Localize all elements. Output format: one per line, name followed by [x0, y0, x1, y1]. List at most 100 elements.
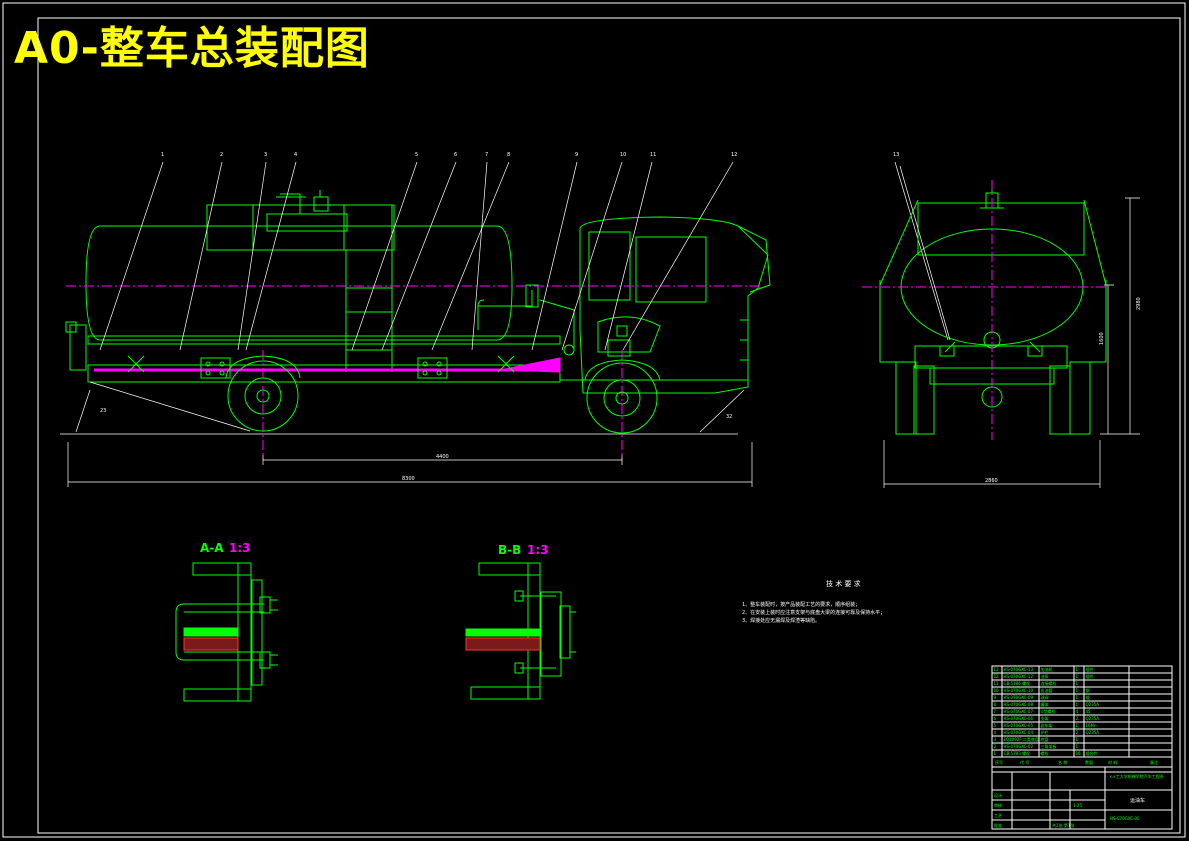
- parts-cell: 螺栓: [1041, 750, 1049, 756]
- balloon-label: 10: [620, 152, 626, 158]
- school-name: ××工大学机械学院汽车工程系: [1109, 773, 1164, 779]
- parts-cell: 8: [994, 702, 997, 707]
- leader-line: [561, 161, 623, 351]
- parts-cell: 16: [1076, 751, 1082, 756]
- section-a-scale: 1:3: [229, 541, 251, 555]
- balloon-label: 9: [575, 152, 578, 158]
- dim-angle-rear: 23: [100, 408, 106, 414]
- tech-requirements: 技 术 要 求 1、整车装配时，按产品装配工艺的要求，顺序组装； 2、在安装上装…: [742, 579, 885, 624]
- parts-cell: 支架: [1041, 715, 1049, 721]
- section-a-a: A-A 1:3: [175, 541, 278, 702]
- parts-cell: 1: [1076, 674, 1079, 679]
- parts-cell: 组件: [1086, 666, 1094, 672]
- parts-cell: 连接螺栓: [1041, 680, 1057, 686]
- parts-cell: 11: [994, 681, 1000, 686]
- parts-cell: 三角架板: [1041, 743, 1057, 749]
- parts-cell: 2: [1076, 716, 1079, 721]
- parts-cell: HS-070GXC-07: [1004, 709, 1034, 714]
- parts-cell: HS-070GXC-05: [1004, 723, 1034, 728]
- parts-cell: 3: [994, 737, 997, 742]
- balloon-label: 7: [485, 152, 488, 158]
- parts-cell: 9: [994, 695, 997, 700]
- parts-cell: 油泵: [1041, 673, 1049, 679]
- section-b-name: B-B: [498, 543, 521, 557]
- leader-line: [381, 161, 457, 351]
- hdr-mat: 材 料: [1108, 759, 1117, 765]
- subframe: [87, 335, 561, 345]
- parts-cell: 组合件: [1086, 750, 1098, 756]
- parts-cell: EQ1092F 二类底盘: [1004, 736, 1039, 742]
- balloon-label: 13: [893, 152, 899, 158]
- tb-label-design: 设计: [994, 792, 1002, 798]
- parts-cell: 6: [994, 716, 997, 721]
- drawing-title: A0-整车总装配图: [14, 23, 370, 74]
- parts-cell: 1: [1076, 695, 1079, 700]
- leader-line: [179, 161, 223, 351]
- leader-line: [431, 161, 510, 351]
- inner-frame: [37, 17, 1181, 834]
- parts-cell: HS-070GXC-06: [1004, 716, 1034, 721]
- parts-cell: HS-070GXC-02: [1004, 744, 1034, 749]
- leader-line: [604, 161, 653, 351]
- tech-heading: 技 术 要 求: [826, 579, 861, 588]
- parts-cell: HS-070GXC-13: [1004, 667, 1034, 672]
- dim-width: 2860: [985, 478, 998, 484]
- balloon-label: 3: [264, 152, 267, 158]
- drawing-number: HS-070GXC-00: [1110, 816, 1140, 821]
- leader-line: [471, 161, 488, 351]
- hdr-code: 代 号: [1020, 759, 1029, 765]
- tank-body: [85, 225, 513, 341]
- end-view: 2860 2980 1600: [862, 165, 1142, 488]
- parts-cell: 1: [1076, 723, 1079, 728]
- parts-cell: 2: [994, 744, 997, 749]
- parts-cell: 16Mn: [1086, 723, 1098, 728]
- hdr-no: 序号: [995, 759, 1003, 765]
- parts-cell: 1: [1076, 688, 1079, 693]
- tb-label-process: 工艺: [994, 813, 1002, 818]
- balloon-label: 12: [731, 152, 737, 158]
- parts-cell: 副车架: [1041, 722, 1053, 728]
- parts-cell: 2: [1076, 730, 1079, 735]
- parts-cell: HS-070GXC-08: [1004, 702, 1034, 707]
- balloon-label: 1: [161, 152, 164, 158]
- parts-cell: HS-070GXC-04: [1004, 730, 1034, 735]
- dim-height-tank: 1600: [1099, 332, 1105, 345]
- parts-cell: 4: [1076, 709, 1079, 714]
- balloon-label: 8: [507, 152, 510, 158]
- parts-cell: 钢: [1086, 687, 1090, 693]
- balloon-label: 11: [650, 152, 656, 158]
- balloon-label: 4: [294, 152, 297, 158]
- parts-cell: 1: [1076, 681, 1079, 686]
- parts-cell: 球阀: [1041, 694, 1049, 700]
- balloon-label: 6: [454, 152, 457, 158]
- parts-cell: HS-070GXC-09: [1004, 695, 1034, 700]
- section-b-scale: 1:3: [527, 543, 549, 557]
- balloon-label: 5: [415, 152, 418, 158]
- tb-sheet: 共1张 第1张: [1052, 822, 1074, 828]
- parts-cell: Q235A: [1086, 702, 1100, 707]
- parts-cell: U型螺栓: [1041, 708, 1056, 714]
- section-a-name: A-A: [200, 541, 224, 555]
- dim-overall-length: 8300: [402, 476, 415, 482]
- parts-cell: 1: [1076, 667, 1079, 672]
- tech-line-3: 3、焊接处应无漏焊及焊渣等缺陷。: [742, 617, 820, 624]
- hdr-name: 名 称: [1058, 759, 1067, 765]
- balloon-label: 2: [220, 152, 223, 158]
- parts-cell: 4: [994, 730, 997, 735]
- hdr-qty: 数量: [1085, 759, 1093, 765]
